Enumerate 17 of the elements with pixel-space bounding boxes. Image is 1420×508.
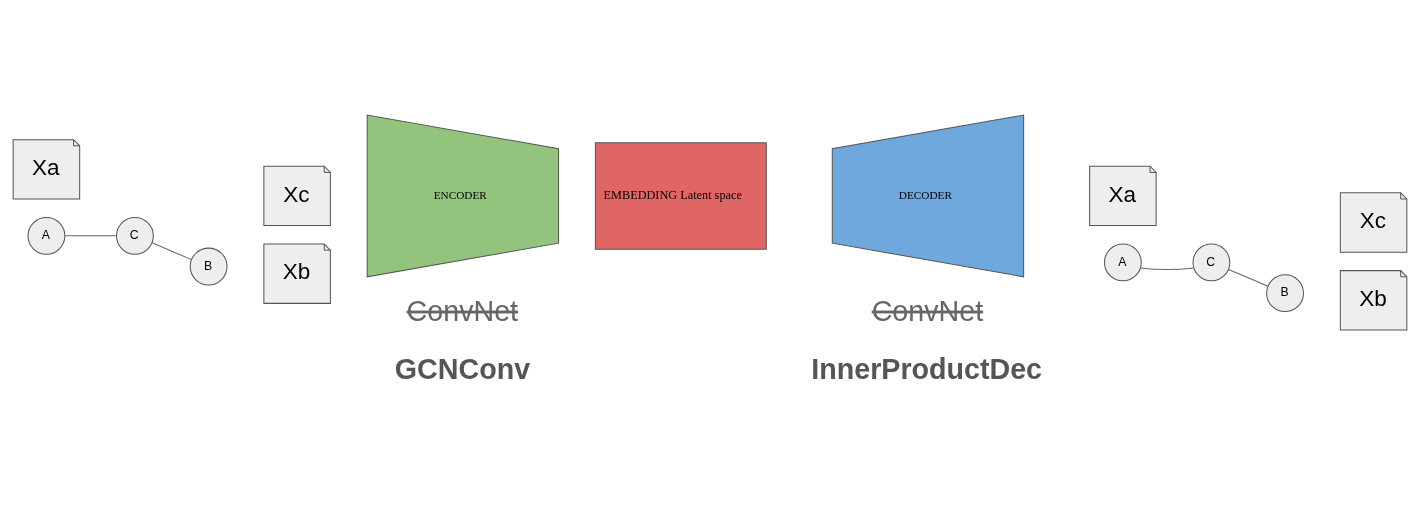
node-circle: C	[1192, 243, 1231, 282]
node-box: ENCODER	[366, 114, 560, 278]
node-box: DECODER	[831, 114, 1025, 278]
label: ConvNet	[871, 294, 984, 327]
connector	[1140, 267, 1195, 270]
label: InnerProductDec	[811, 352, 1043, 385]
label: ConvNet	[406, 294, 519, 327]
connector	[151, 242, 192, 261]
node-circle: A	[1103, 243, 1142, 282]
connector	[1228, 268, 1269, 287]
node-circle: B	[1266, 274, 1304, 313]
node-box: EMBEDDING Latent space	[594, 142, 767, 250]
node-circle: C	[116, 216, 154, 255]
node-circle: A	[27, 216, 66, 255]
node-circle: B	[189, 247, 228, 286]
connector	[64, 235, 117, 237]
label: GCNConv	[394, 352, 531, 385]
